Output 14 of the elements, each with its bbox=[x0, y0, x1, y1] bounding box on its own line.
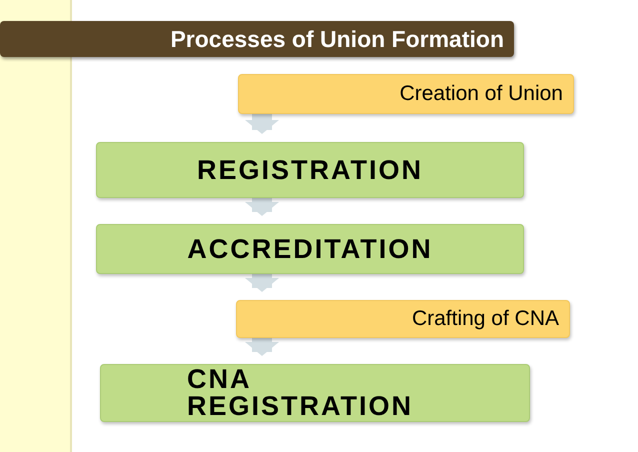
block-arrow bbox=[245, 274, 279, 292]
step-box bbox=[238, 74, 574, 114]
stage-label: REGISTRATION bbox=[197, 156, 423, 184]
stage-box bbox=[96, 142, 524, 198]
block-arrow bbox=[245, 338, 279, 356]
step-box bbox=[236, 300, 570, 338]
stage-label: CNA REGISTRATION bbox=[187, 366, 414, 420]
stage-box bbox=[96, 224, 524, 274]
block-arrow bbox=[245, 114, 279, 134]
stage-box bbox=[100, 364, 530, 422]
title-banner: Processes of Union Formation bbox=[0, 21, 514, 57]
step-label: Creation of Union bbox=[400, 82, 563, 106]
stage-label: ACCREDITATION bbox=[187, 236, 433, 262]
step-label: Crafting of CNA bbox=[412, 307, 559, 331]
